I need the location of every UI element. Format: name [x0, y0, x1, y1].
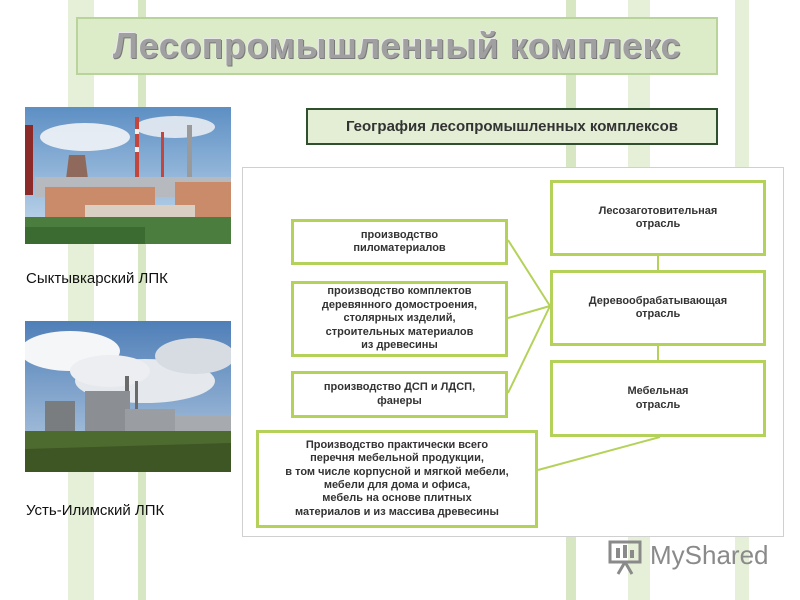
process-box-lumber: производство пиломатериалов [291, 219, 508, 265]
diagram-heading-box: География лесопромышленных комплексов [306, 108, 718, 145]
title-banner: Лесопромышленный комплекс [76, 17, 718, 75]
industry-box-furniture: Мебельная отрасль [550, 360, 766, 437]
background-stripe [138, 0, 146, 600]
process-box-panels: производство ДСП и ЛДСП, фанеры [291, 371, 508, 418]
diagram-heading: География лесопромышленных комплексов [345, 118, 679, 135]
background-stripe [68, 0, 94, 600]
slide-title: Лесопромышленный комплекс [112, 25, 682, 66]
industry-box-logging: Лесозаготовительная отрасль [550, 180, 766, 256]
presentation-icon [608, 540, 642, 575]
power-plant-photo [25, 321, 231, 472]
industrial-plant-photo [25, 107, 231, 244]
myshared-logo: MyShared [606, 536, 776, 576]
photo-caption: Сыктывкарский ЛПК [26, 270, 168, 287]
process-box-housing: производство комплектов деревянного домо… [291, 281, 508, 357]
industry-box-woodworking: Деревообрабатывающая отрасль [550, 270, 766, 346]
watermark-text: MyShared [650, 540, 769, 570]
process-box-furniture: Производство практически всего перечня м… [256, 430, 538, 528]
photo-caption: Усть-Илимский ЛПК [26, 502, 165, 519]
